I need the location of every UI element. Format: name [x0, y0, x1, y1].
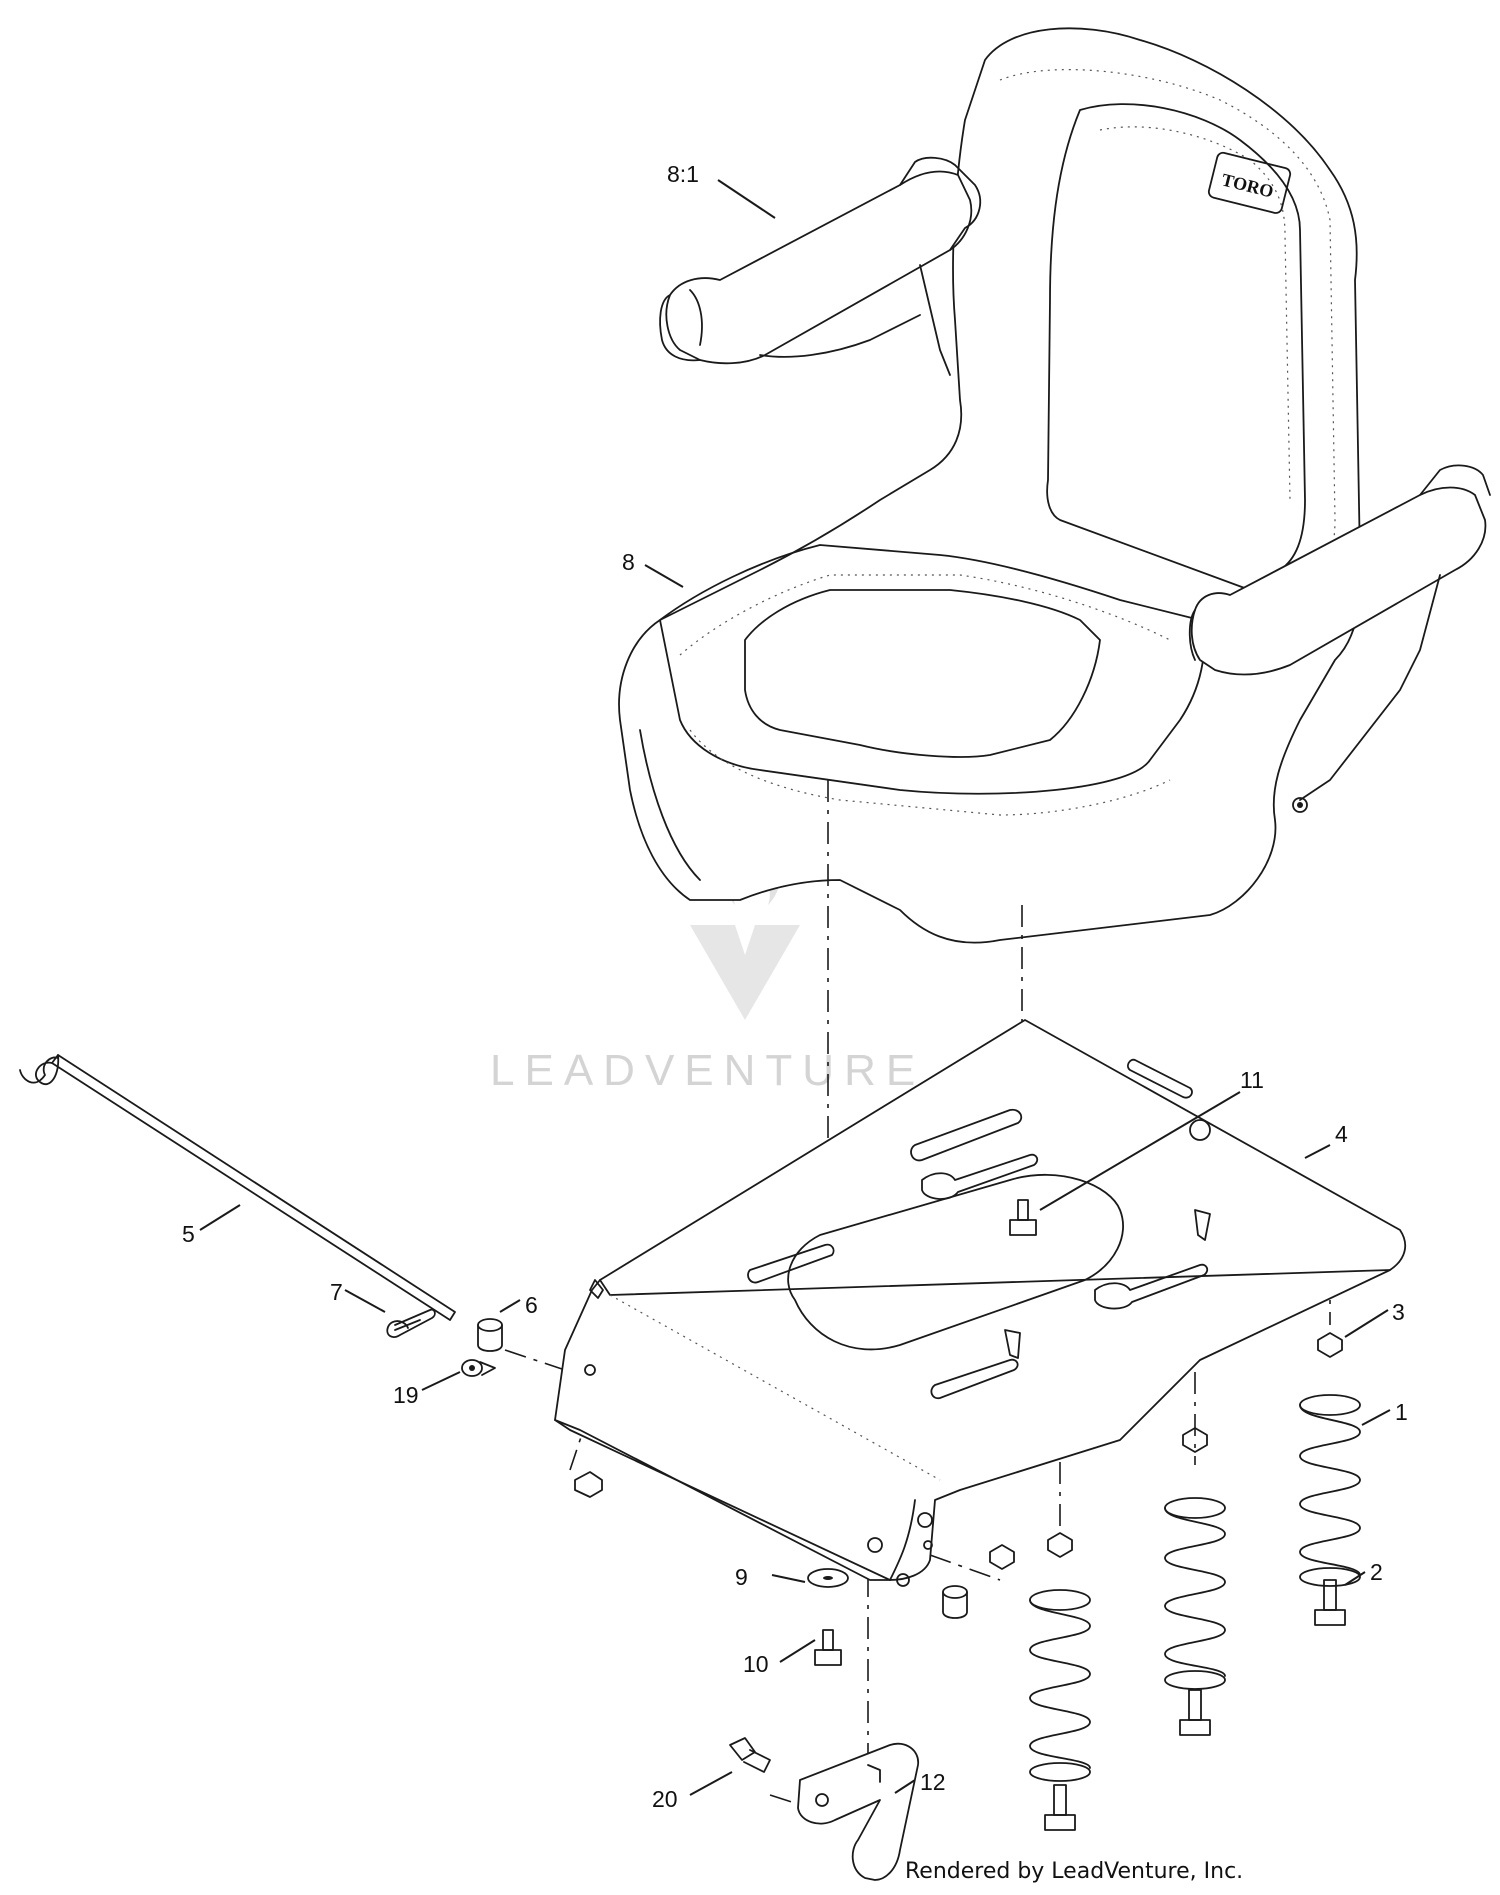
springs	[1029, 1394, 1361, 1782]
callout-12: 12	[920, 1769, 946, 1795]
callout-20: 20	[652, 1786, 678, 1812]
bolt-middle	[1179, 1689, 1211, 1736]
callout-3: 3	[1392, 1299, 1405, 1325]
spacer-bracket	[942, 1585, 968, 1619]
right-armrest	[1188, 464, 1491, 813]
nut-bracket	[989, 1544, 1015, 1570]
left-armrest	[659, 156, 982, 376]
watermark-text: LEADVENTURE	[490, 1046, 925, 1095]
seat-latch-bracket	[797, 1742, 919, 1881]
callout-7: 7	[330, 1279, 343, 1305]
callout-19: 19	[393, 1382, 419, 1408]
callout-leaders	[199, 179, 1391, 1796]
flange-nut-middle	[1182, 1427, 1208, 1453]
bolt-10	[814, 1629, 842, 1666]
callout-9: 9	[735, 1564, 748, 1590]
flange-nut-left	[1047, 1532, 1073, 1558]
washer-9	[807, 1568, 849, 1588]
flange-nut-right	[1317, 1332, 1343, 1358]
bolt-11	[1009, 1199, 1037, 1236]
callout-5: 5	[182, 1221, 195, 1247]
hair-pin-clip	[386, 1308, 436, 1338]
callout-8: 8	[622, 549, 635, 575]
callout-6: 6	[525, 1292, 538, 1318]
seat-mounting-plate	[554, 1019, 1407, 1587]
spring-middle	[1164, 1497, 1226, 1690]
callout-labels: 8:1 8 11 4 5 7 6 3 19 1 2 9 10 20 12	[182, 161, 1408, 1812]
callout-4: 4	[1335, 1121, 1348, 1147]
callout-2: 2	[1370, 1559, 1383, 1585]
leadventure-watermark: LEADVENTURE	[490, 820, 925, 1095]
render-credit: Rendered by LeadVenture, Inc.	[905, 1859, 1243, 1884]
chevron-logo-icon	[690, 925, 800, 1020]
callout-1: 1	[1395, 1399, 1408, 1425]
bolt-right	[1314, 1579, 1346, 1626]
bolt-20	[729, 1737, 771, 1773]
seat-assembly: TORO	[618, 27, 1491, 944]
nut-lower-left	[574, 1471, 603, 1498]
callout-11: 11	[1240, 1067, 1264, 1093]
fasteners	[461, 1199, 1346, 1831]
spring-left	[1029, 1589, 1091, 1782]
screw-19	[461, 1359, 496, 1377]
callout-10: 10	[743, 1651, 769, 1677]
callout-8-1: 8:1	[667, 161, 699, 187]
spring-right	[1299, 1394, 1361, 1587]
bolt-left	[1044, 1784, 1076, 1831]
adjustment-rod	[19, 1054, 456, 1321]
spacer-6	[477, 1318, 503, 1352]
